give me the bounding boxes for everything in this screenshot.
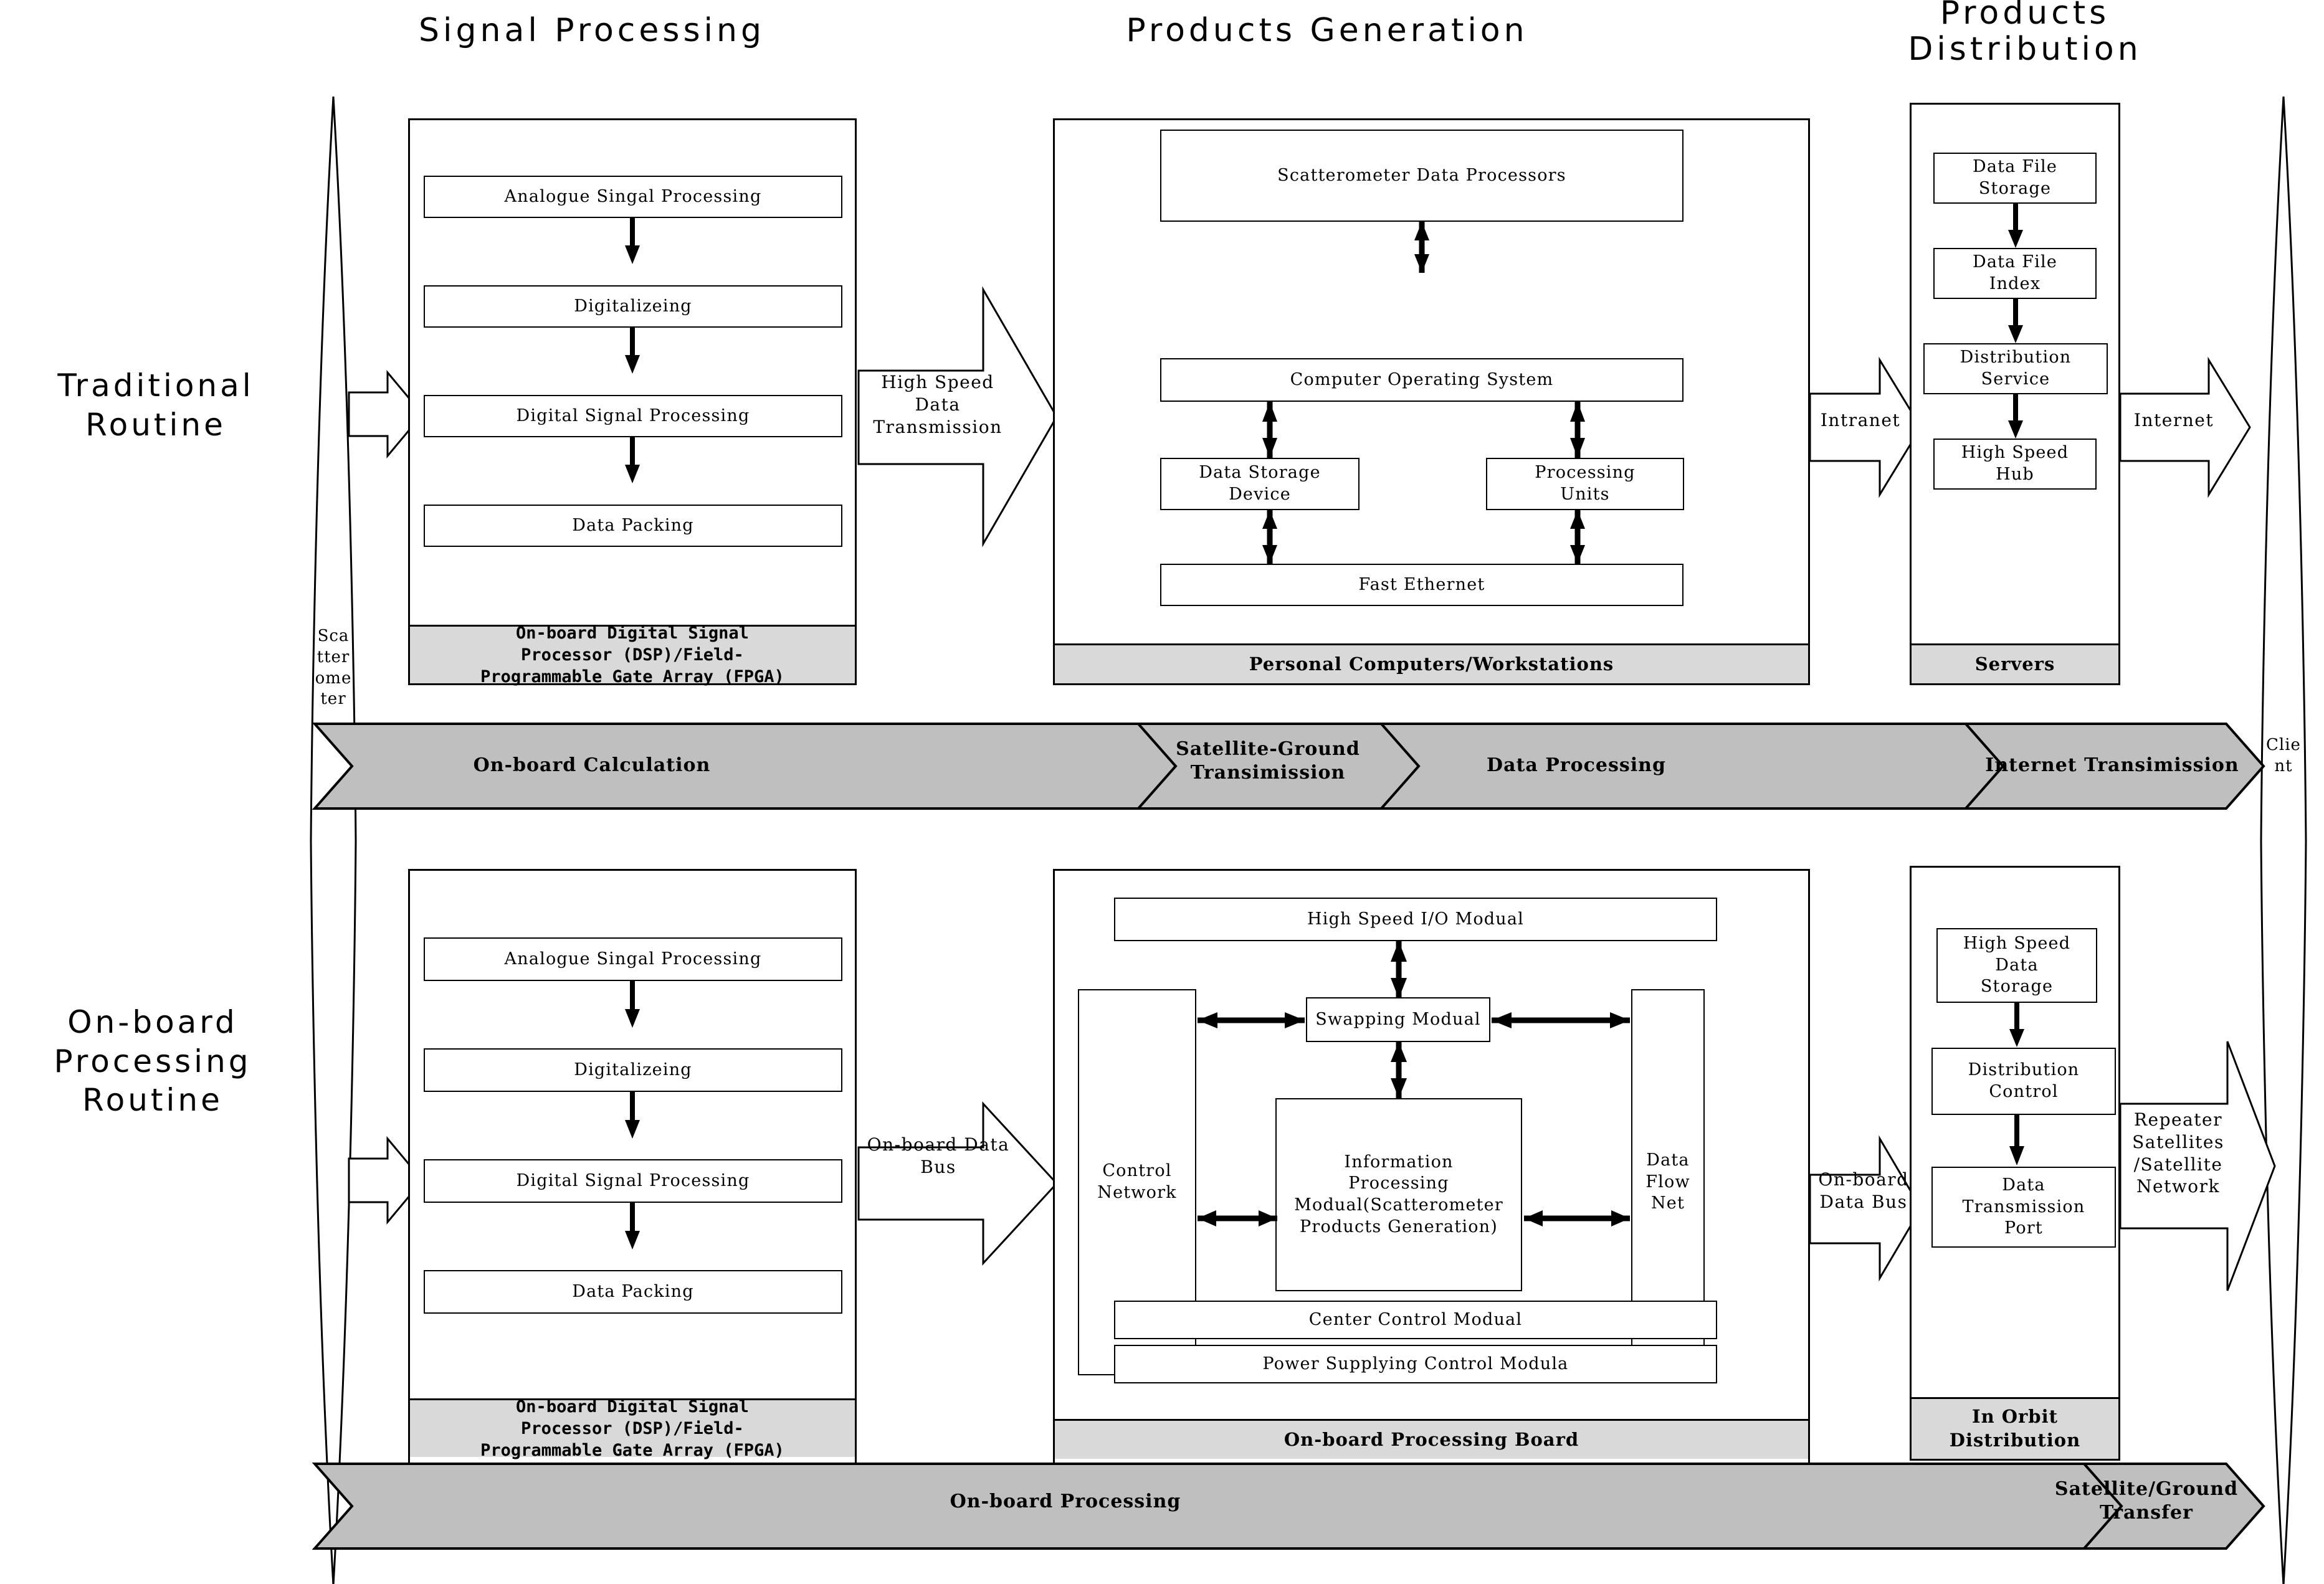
process-band-traditional	[312, 723, 2265, 810]
arrow-double-swapping-information	[1388, 1042, 1409, 1098]
arrow-down-index-distribution-service	[2007, 299, 2024, 344]
footer-in-orbit-distribution: In Orbit Distribution	[1912, 1397, 2118, 1459]
arrow-onboard-data-bus-right	[1809, 1134, 1922, 1283]
column-heading-products-distribution: Products Distribution	[1908, 0, 2142, 69]
process-box-analogue-signal-processing-traditional[interactable]: Analogue Singal Processing	[424, 176, 842, 218]
arrow-label-high-speed-data-transmission: High Speed Data Transmission	[873, 372, 1002, 437]
arrow-double-io-swapping	[1388, 941, 1409, 998]
arrow-double-control-network-swapping	[1198, 1010, 1305, 1030]
band-label-satellite-ground-transimission: Satellite-Ground Transimission	[1176, 738, 1360, 784]
process-box-data-packing-onboard[interactable]: Data Packing	[424, 1270, 842, 1314]
arrow-down-2-traditional	[624, 328, 641, 374]
arrow-double-os-units	[1568, 402, 1588, 458]
scatterometer-lens-shape	[308, 96, 358, 1584]
scatterometer-label: Scatterometer	[315, 627, 352, 709]
process-box-computer-operating-system[interactable]: Computer Operating System	[1160, 358, 1683, 402]
arrow-label-intranet: Intranet	[1820, 410, 1901, 430]
arrow-down-storage-distribution-control	[2009, 1003, 2025, 1048]
process-box-distribution-service[interactable]: Distribution Service	[1923, 343, 2108, 394]
process-box-data-packing-traditional[interactable]: Data Packing	[424, 505, 842, 547]
arrow-high-speed-data-transmission	[857, 283, 1058, 551]
process-box-swapping-modual[interactable]: Swapping Modual	[1306, 997, 1490, 1042]
arrow-down-distribution-control-port	[2009, 1115, 2025, 1166]
arrow-double-swapping-data-flow-net	[1492, 1010, 1630, 1030]
footer-onboard-processing-board: On-board Processing Board	[1055, 1419, 1808, 1459]
band-label-onboard-processing: On-board Processing	[950, 1491, 1181, 1512]
process-box-high-speed-data-storage[interactable]: High Speed Data Storage	[1936, 928, 2097, 1003]
arrow-label-repeater-satellites: Repeater Satellites /Satellite Network	[2132, 1109, 2224, 1197]
arrow-intranet	[1809, 355, 1922, 498]
column-heading-products-generation: Products Generation	[1126, 12, 1528, 49]
routine-label-traditional: Traditional Routine	[57, 368, 254, 443]
arrow-down-3-onboard	[624, 1203, 641, 1250]
band-label-data-processing: Data Processing	[1487, 754, 1666, 776]
process-box-center-control-modual[interactable]: Center Control Modual	[1114, 1301, 1717, 1339]
process-box-processing-units[interactable]: Processing Units	[1486, 458, 1684, 510]
arrow-scatterometer-to-signal-processing-traditional	[348, 368, 424, 461]
process-box-digitalizeing-traditional[interactable]: Digitalizeing	[424, 285, 842, 328]
process-box-high-speed-hub[interactable]: High Speed Hub	[1933, 439, 2097, 490]
process-box-digital-signal-processing-traditional[interactable]: Digital Signal Processing	[424, 395, 842, 437]
arrow-down-1-onboard	[624, 981, 641, 1028]
client-label: Client	[2266, 736, 2301, 775]
arrow-double-units-ethernet	[1568, 510, 1588, 564]
arrow-double-os-storage	[1260, 402, 1280, 458]
process-band-onboard	[312, 1463, 2265, 1550]
arrow-double-control-network-information	[1198, 1208, 1277, 1228]
arrow-double-information-data-flow-net	[1524, 1208, 1630, 1228]
process-box-data-file-index[interactable]: Data File Index	[1933, 248, 2097, 299]
arrow-double-storage-ethernet	[1260, 510, 1280, 564]
arrow-down-distribution-service-hub	[2007, 394, 2024, 439]
client-lens-shape	[2259, 96, 2308, 1584]
arrow-label-onboard-data-bus-right: On-board Data Bus	[1818, 1169, 1909, 1212]
process-box-information-processing-modual[interactable]: Information Processing Modual(Scatterome…	[1275, 1098, 1522, 1291]
arrow-down-2-onboard	[624, 1092, 641, 1139]
process-box-scatterometer-data-processors[interactable]: Scatterometer Data Processors	[1160, 130, 1683, 222]
arrow-down-data-file-storage-index	[2007, 204, 2024, 249]
process-box-data-file-storage[interactable]: Data File Storage	[1933, 153, 2097, 204]
footer-servers: Servers	[1912, 643, 2118, 683]
process-box-digitalizeing-onboard[interactable]: Digitalizeing	[424, 1048, 842, 1092]
arrow-down-1-traditional	[624, 218, 641, 265]
arrow-repeater-satellites	[2119, 1035, 2276, 1297]
process-box-power-supplying-control-modula[interactable]: Power Supplying Control Modula	[1114, 1345, 1717, 1383]
band-label-onboard-calculation: On-board Calculation	[473, 754, 711, 776]
process-box-analogue-signal-processing-onboard[interactable]: Analogue Singal Processing	[424, 937, 842, 981]
process-box-fast-ethernet[interactable]: Fast Ethernet	[1160, 564, 1683, 606]
process-box-high-speed-io-modual[interactable]: High Speed I/O Modual	[1114, 898, 1717, 941]
footer-dsp-fpga-onboard: On-board Digital Signal Processor (DSP)/…	[410, 1397, 855, 1460]
column-heading-signal-processing: Signal Processing	[419, 12, 765, 49]
routine-label-onboard: On-board Processing Routine	[54, 1004, 252, 1118]
arrow-internet	[2119, 355, 2251, 498]
arrow-label-onboard-data-bus-left: On-board Data Bus	[867, 1134, 1010, 1177]
arrow-label-internet: Internet	[2133, 410, 2214, 430]
band-label-satellite-ground-transfer: Satellite/Ground Transfer	[2054, 1478, 2239, 1524]
process-box-distribution-control[interactable]: Distribution Control	[1931, 1048, 2116, 1115]
process-box-digital-signal-processing-onboard[interactable]: Digital Signal Processing	[424, 1159, 842, 1203]
arrow-scatterometer-to-signal-processing-onboard	[348, 1134, 424, 1227]
footer-personal-computers-workstations: Personal Computers/Workstations	[1055, 643, 1808, 683]
band-label-internet-transimission: Internet Transimission	[1985, 754, 2239, 776]
arrow-double-processors-os	[1412, 222, 1432, 273]
process-box-data-storage-device[interactable]: Data Storage Device	[1160, 458, 1360, 510]
arrow-down-3-traditional	[624, 437, 641, 484]
process-box-data-transmission-port[interactable]: Data Transmission Port	[1931, 1167, 2116, 1248]
footer-dsp-fpga-traditional: On-board Digital Signal Processor (DSP)/…	[410, 624, 855, 686]
arrow-onboard-data-bus-left	[857, 1096, 1059, 1271]
